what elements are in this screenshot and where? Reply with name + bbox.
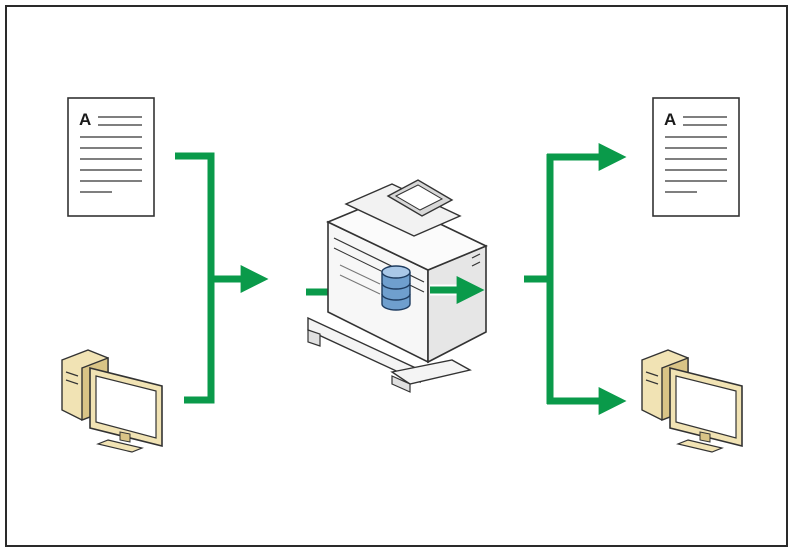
input-flow-arrows bbox=[175, 152, 363, 404]
input-bracket-line bbox=[175, 152, 215, 404]
input-computer-icon bbox=[61, 349, 163, 453]
storage-database-icon bbox=[381, 265, 411, 311]
output-flow-arrows bbox=[524, 143, 627, 415]
output-document-icon: A bbox=[652, 97, 740, 217]
input-document-letter: A bbox=[79, 110, 91, 129]
input-document-icon: A bbox=[67, 97, 155, 217]
output-document-letter: A bbox=[664, 110, 676, 129]
output-computer-icon bbox=[641, 349, 743, 453]
multifunction-printer-icon bbox=[307, 179, 488, 393]
